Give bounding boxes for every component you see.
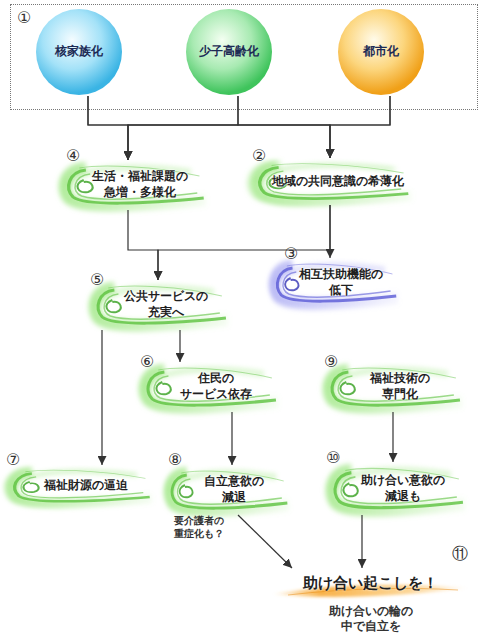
connector-arrow xyxy=(101,330,102,465)
callout-number: ⑧ xyxy=(168,452,182,468)
factor-circle: 核家族化 xyxy=(35,8,123,96)
node-title: 助け合い意欲の 減退も xyxy=(357,473,449,504)
connector-arrow xyxy=(88,96,128,160)
issue-box: 福祉財源の逼迫 xyxy=(4,465,154,507)
node-title: 都市化 xyxy=(363,44,399,60)
connector-arrow xyxy=(88,96,330,158)
callout-number: ⑦ xyxy=(6,452,20,468)
connector-arrow xyxy=(392,412,393,462)
connector-arrow xyxy=(330,96,390,158)
node-title: 福祉技術の 専門化 xyxy=(366,371,434,402)
node-title: 地域の共同意識の希薄化 xyxy=(272,174,404,190)
callout-number: ⑨ xyxy=(324,354,338,370)
connector-arrow xyxy=(329,205,330,258)
node-title: 相互扶助機能の 低下 xyxy=(295,267,387,298)
issue-box: 地域の共同意識の希薄化 xyxy=(248,158,413,205)
callout-number: ④ xyxy=(66,148,80,164)
node-title: 生活・福祉課題の 急増・多様化 xyxy=(88,169,192,200)
node-title: 核家族化 xyxy=(55,44,103,60)
node-title: 自立意欲の 減退 xyxy=(200,474,268,505)
connector-arrow xyxy=(128,96,238,160)
issue-box: 福祉技術の 専門化 xyxy=(322,362,464,412)
callout-number: ⑥ xyxy=(140,354,154,370)
node-title: ① xyxy=(17,8,31,29)
node-title: 助け合い起こしを！ xyxy=(303,574,438,594)
node-title: 福祉財源の逼迫 xyxy=(44,478,128,494)
callout-number: ⑩ xyxy=(326,450,340,466)
issue-box: 助け合い意欲の 減退も xyxy=(325,462,467,515)
connector-arrow xyxy=(238,515,292,568)
conclusion-box: 助け合い起こしを！ 助け合いの輪の 中で自立を xyxy=(268,568,473,630)
issue-box: 公共サービスの 充実へ xyxy=(88,280,230,330)
edge-label: 要介護者の 重症化も？ xyxy=(166,514,232,540)
connector-arrow xyxy=(231,412,232,465)
connector-arrow xyxy=(179,330,180,362)
connector-arrow xyxy=(128,210,158,280)
issue-box: 住民の サービス依存 xyxy=(138,362,280,412)
node-title: 少子高齢化 xyxy=(199,44,259,60)
node-title: 公共サービスの 充実へ xyxy=(120,289,212,320)
issue-box: 生活・福祉課題の 急増・多様化 xyxy=(58,160,208,210)
issue-box: 相互扶助機能の 低下 xyxy=(268,258,400,308)
factor-circle: 少子高齢化 xyxy=(185,8,273,96)
callout-number: ⑪ xyxy=(452,546,468,562)
group-frame: ① 核家族化 少子高齢化 都市化 xyxy=(10,4,478,110)
connector-arrow xyxy=(361,515,362,568)
callout-number: ⑤ xyxy=(90,272,104,288)
callout-number: ② xyxy=(252,148,266,164)
callout-number: ③ xyxy=(284,246,298,262)
factor-circle: 都市化 xyxy=(337,8,425,96)
issue-box: 自立意欲の 減退 xyxy=(163,465,291,515)
node-title: 住民の サービス依存 xyxy=(175,371,257,402)
node-body: 助け合いの輪の 中で自立を xyxy=(325,604,417,633)
connector-arrow xyxy=(238,96,330,158)
